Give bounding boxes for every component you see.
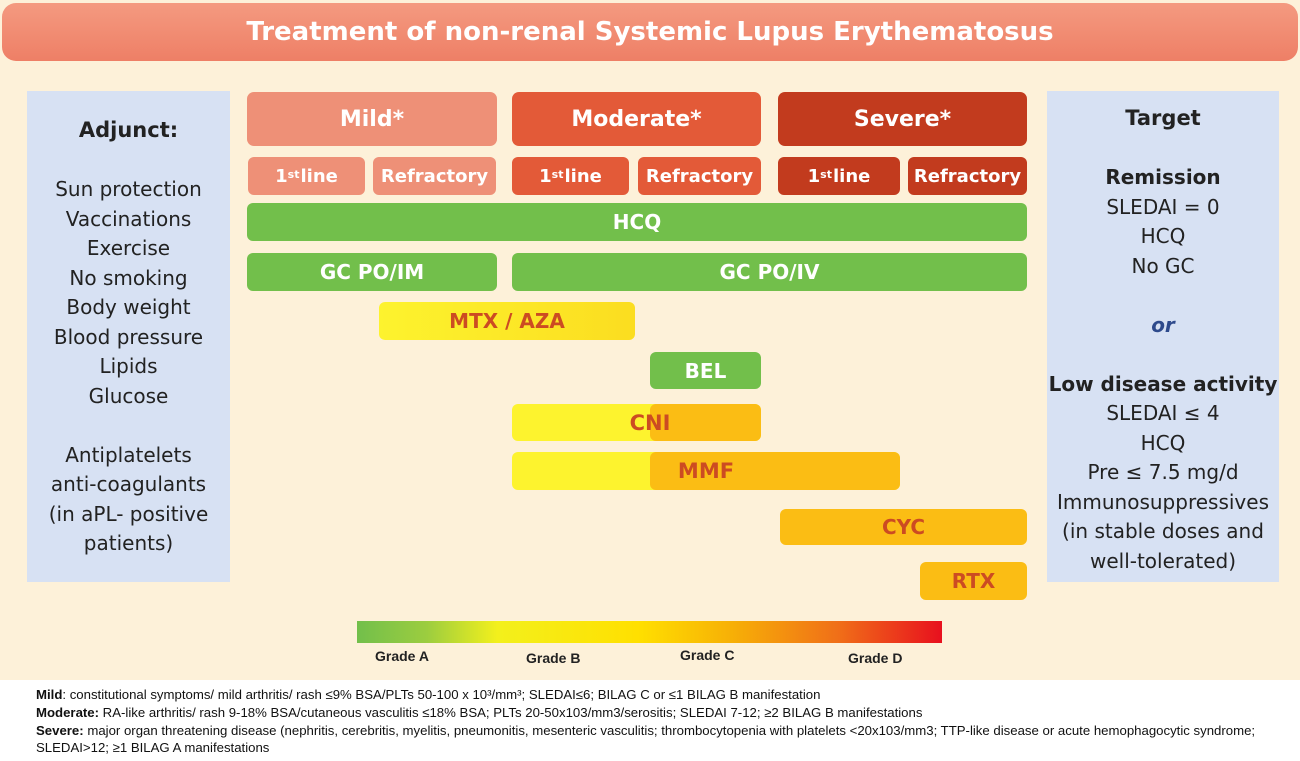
adjunct-heading: Adjunct:: [78, 118, 179, 142]
severe-header: Severe*: [778, 92, 1027, 146]
mmf-bar-overlay: [650, 452, 900, 490]
adjunct-item: Glucose: [88, 383, 169, 408]
severe-refractory: Refractory: [908, 157, 1027, 195]
adjunct-item: Vaccinations: [65, 206, 192, 231]
hcq-bar: HCQ: [247, 203, 1027, 241]
adjunct-item: Body weight: [66, 295, 191, 319]
moderate-header: Moderate*: [512, 92, 761, 146]
target-panel: Target Remission SLEDAI = 0 HCQ No GC or…: [1047, 91, 1279, 582]
rtx-bar: RTX: [920, 562, 1027, 600]
adjunct-panel: Adjunct: Sun protection Vaccinations Exe…: [27, 91, 230, 582]
gc-po-iv-bar: GC PO/IV: [512, 253, 1027, 291]
grade-a-label: Grade A: [375, 648, 429, 664]
target-item: HCQ: [1140, 224, 1186, 248]
target-item: Immunosuppressives: [1057, 489, 1269, 514]
adjunct-item: Antiplatelets: [65, 442, 192, 467]
mtx-aza-bar: MTX / AZA: [379, 302, 635, 340]
adjunct-item: Exercise: [86, 236, 171, 260]
lda-heading: Low disease activity: [1048, 371, 1278, 396]
adjunct-item: (in aPL- positive: [48, 501, 209, 526]
mild-refractory: Refractory: [373, 157, 496, 195]
adjunct-item: No smoking: [69, 265, 188, 290]
target-item: No GC: [1131, 253, 1195, 278]
target-item: SLEDAI ≤ 4: [1106, 401, 1220, 425]
grade-gradient-bar: [357, 621, 942, 643]
bel-bar: BEL: [650, 352, 761, 389]
grade-d-label: Grade D: [848, 650, 903, 666]
target-item: well-tolerated): [1089, 548, 1237, 573]
adjunct-item: anti-coagulants: [50, 472, 207, 496]
target-heading: Target: [1125, 106, 1201, 130]
mmf-label: MMF: [677, 459, 735, 483]
moderate-refractory: Refractory: [638, 157, 761, 195]
adjunct-item: Sun protection: [55, 177, 202, 201]
gc-po-im-bar: GC PO/IM: [247, 253, 497, 291]
footnote-severe: Severe: major organ threatening disease …: [36, 723, 1256, 755]
adjunct-item: Blood pressure: [53, 324, 204, 349]
target-item: SLEDAI = 0: [1106, 194, 1220, 219]
remission-heading: Remission: [1105, 165, 1221, 189]
target-item: (in stable doses and: [1062, 519, 1264, 543]
diagram-title: Treatment of non-renal Systemic Lupus Er…: [2, 3, 1298, 61]
mild-header: Mild*: [247, 92, 497, 146]
footnote-moderate: Moderate: RA-like arthritis/ rash 9-18% …: [36, 705, 923, 720]
adjunct-item: patients): [83, 531, 174, 555]
target-item: Pre ≤ 7.5 mg/d: [1087, 460, 1239, 484]
footnote-mild: Mild: constitutional symptoms/ mild arth…: [36, 687, 821, 702]
target-item: HCQ: [1140, 430, 1186, 455]
adjunct-item: Lipids: [99, 354, 158, 378]
or-label: or: [1151, 312, 1175, 337]
cni-label: CNI: [629, 410, 671, 435]
cni-bar-overlay: [650, 404, 761, 441]
cyc-bar: CYC: [780, 509, 1027, 545]
grade-b-label: Grade B: [526, 650, 581, 666]
grade-c-label: Grade C: [680, 647, 735, 663]
